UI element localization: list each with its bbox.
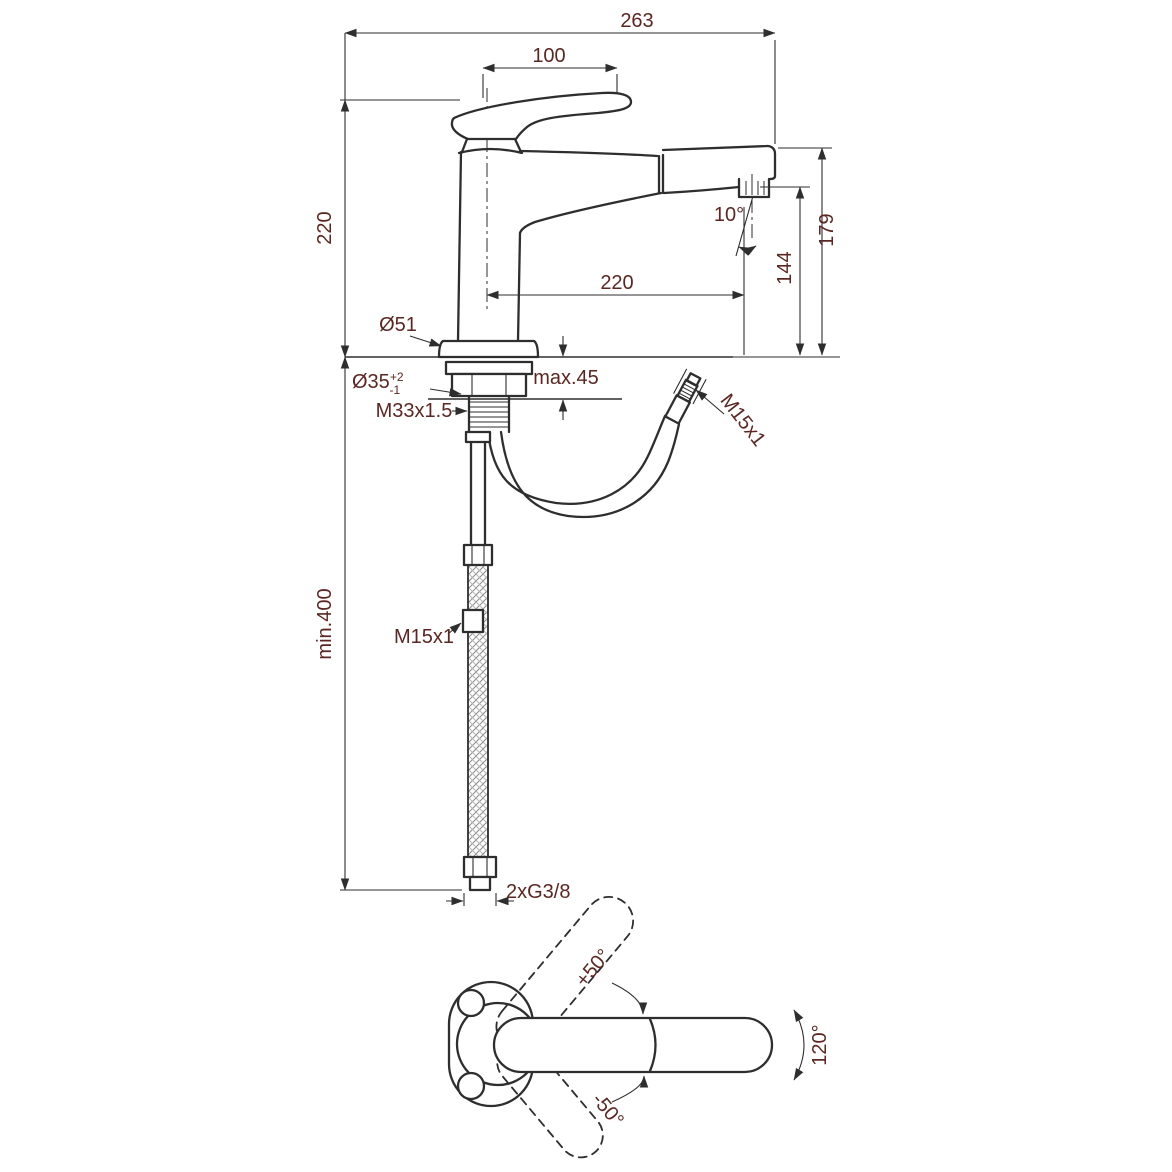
dim-spray-hose-thread: M15x1 xyxy=(695,389,770,451)
mounting-hole-top xyxy=(456,988,486,1018)
braided-hose xyxy=(467,564,489,858)
top-view-handle xyxy=(492,1016,774,1074)
supply-hose xyxy=(461,430,498,892)
dim-lever-length: 100 xyxy=(482,45,618,98)
hose-end-cap xyxy=(468,875,492,892)
handle-neck-right xyxy=(513,137,523,154)
hose-mid-nut-facets xyxy=(471,545,485,565)
connector-thread-lines xyxy=(678,380,698,400)
dim-spray-hose-thread-label: M15x1 xyxy=(716,390,770,451)
dim-base-diameter: Ø51 xyxy=(379,314,442,347)
dim-spout-reach-label: 220 xyxy=(600,272,633,294)
hose-side-fitting xyxy=(461,608,485,634)
dim-hole-diameter-label: Ø35+2-1 xyxy=(352,370,404,397)
aerator-texture xyxy=(745,181,765,195)
spray-hose-connector xyxy=(664,368,707,425)
dim-overall-width: 263 xyxy=(344,10,776,144)
mounting-hole-bottom xyxy=(456,1071,486,1101)
spray-head-bottom xyxy=(662,185,741,195)
body-dome xyxy=(457,147,524,155)
handle-joint-arc xyxy=(648,1017,657,1073)
dim-supply-connection: 2xG3/8 xyxy=(446,881,570,906)
hose-mid-nut xyxy=(462,543,494,567)
hose-end-nut xyxy=(462,855,498,879)
dim-supply-connection-label: 2xG3/8 xyxy=(506,881,570,903)
dim-spout-reach: 220 xyxy=(486,207,745,355)
pullout-hose-outer xyxy=(499,422,681,519)
dim-overall-width-label: 263 xyxy=(620,10,653,32)
dim-outlet-height-label: 144 xyxy=(774,251,796,284)
dim-supply-hose-thread: M15x1 xyxy=(394,622,462,648)
mounting-nut xyxy=(450,372,528,398)
dim-deck-thickness-label: max.45 xyxy=(533,367,599,389)
body-left-edge xyxy=(456,150,463,343)
dim-lever-length-label: 100 xyxy=(532,45,565,67)
spout-underside xyxy=(518,191,663,235)
handle-position-open xyxy=(495,896,635,1052)
top-view: +50° -50° 120° xyxy=(447,896,831,1159)
dim-min-hose-length-label: min.400 xyxy=(314,588,336,659)
dim-handle-open-angle-label: +50° xyxy=(571,945,615,991)
body-right-edge xyxy=(516,231,522,343)
spray-head-top xyxy=(661,144,770,152)
base-escutcheon xyxy=(437,339,540,359)
pullout-hose xyxy=(486,368,707,519)
dim-spray-angle-label: 10° xyxy=(714,204,744,226)
dim-right-verticals: 144 179 xyxy=(733,147,840,358)
shank-threads xyxy=(469,401,509,428)
mounting-nut-facets xyxy=(471,374,507,396)
dim-shank-thread-label: M33x1.5 xyxy=(376,400,453,422)
hose-tube xyxy=(469,440,487,547)
dim-swivel-angle-label: 120° xyxy=(809,1024,831,1065)
dim-base-diameter-label: Ø51 xyxy=(379,314,417,336)
spout-top-edge xyxy=(518,149,659,158)
dim-handle-closed-angle-label: -50° xyxy=(587,1089,628,1131)
pullout-hose-inner xyxy=(486,414,667,505)
dim-hole-diameter: Ø35+2-1 xyxy=(352,370,462,397)
handle-neck-left xyxy=(460,137,469,154)
side-elevation-view: 263 100 220 min.400 220 144 xyxy=(314,10,840,906)
spray-head-front xyxy=(766,144,777,181)
dim-handle-open-angle: +50° xyxy=(571,945,648,1015)
dim-supply-hose-thread-label: M15x1 xyxy=(394,626,454,648)
dim-swivel-angle: 120° xyxy=(793,1009,831,1081)
dim-spout-top-height-label: 179 xyxy=(816,213,838,246)
hose-top-fitting xyxy=(464,430,492,444)
mounting-washer xyxy=(444,360,534,376)
dim-shank-thread: M33x1.5 xyxy=(376,400,468,422)
dim-spray-angle: 10° xyxy=(714,174,757,257)
handle-lever xyxy=(450,91,633,141)
dim-handle-closed-angle: -50° xyxy=(587,1075,649,1131)
hose-end-nut-facets xyxy=(472,857,488,877)
dim-height-label: 220 xyxy=(314,211,336,244)
connector-tip xyxy=(685,372,702,387)
dim-deck-thickness: max.45 xyxy=(533,336,599,420)
dim-left-vertical-chain: 220 min.400 xyxy=(314,33,462,891)
